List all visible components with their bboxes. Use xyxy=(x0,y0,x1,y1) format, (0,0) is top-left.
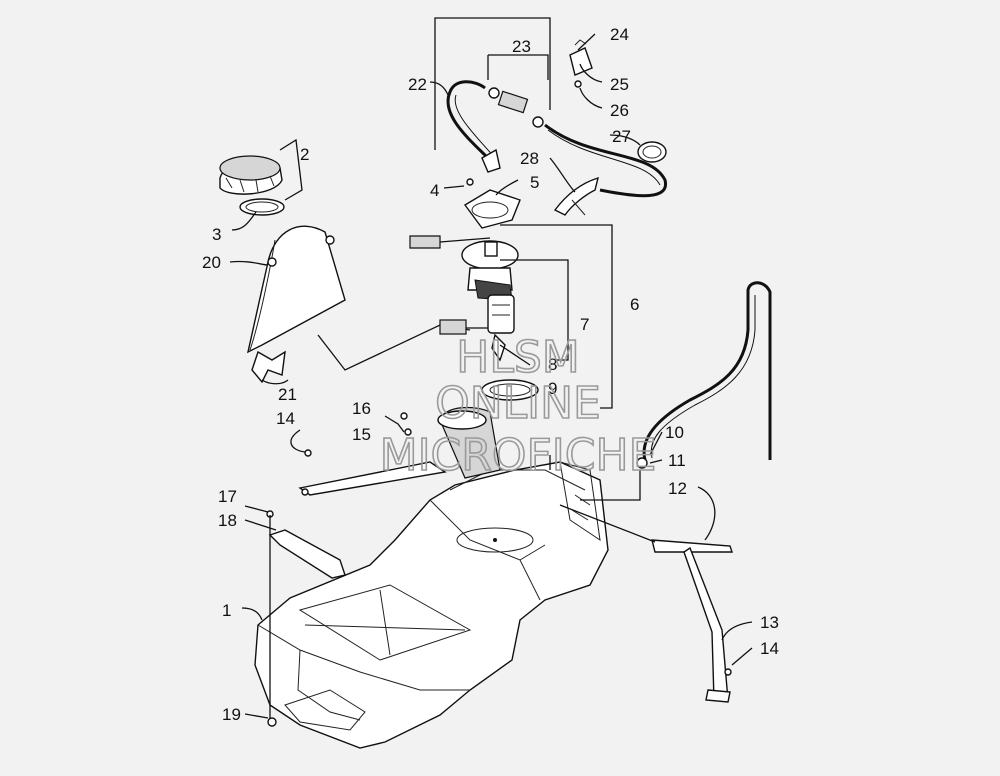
retaining-rings xyxy=(481,344,539,401)
pump-gasket xyxy=(463,178,521,229)
callout-24: 24 xyxy=(610,25,629,44)
callout-26: 26 xyxy=(610,101,629,120)
watermark-line1: HLSM xyxy=(456,332,580,383)
fuel-line xyxy=(446,80,667,198)
callout-19: 19 xyxy=(222,705,241,724)
callout-4: 4 xyxy=(430,181,439,200)
fuel-cap xyxy=(219,155,283,195)
callout-14-bracket: 14 xyxy=(276,409,295,428)
callout-6: 6 xyxy=(630,295,639,314)
bracket-28 xyxy=(553,176,599,216)
fuel-tank xyxy=(254,461,609,749)
filler-neck xyxy=(437,406,501,479)
strap-bracket xyxy=(298,412,447,496)
watermark-line3: MICROFICHE xyxy=(380,430,657,481)
clip-24 xyxy=(569,39,593,88)
callout-14-strap: 14 xyxy=(760,639,779,658)
callout-28: 28 xyxy=(520,149,539,168)
callout-27: 27 xyxy=(612,127,631,146)
callout-9: 9 xyxy=(548,379,557,398)
callout-15: 15 xyxy=(352,425,371,444)
callout-2: 2 xyxy=(300,145,309,164)
callout-1: 1 xyxy=(222,601,231,620)
callout-7: 7 xyxy=(580,315,589,334)
fuel-pump-assembly xyxy=(409,235,519,362)
callout-20: 20 xyxy=(202,253,221,272)
callout-10: 10 xyxy=(665,423,684,442)
callout-21: 21 xyxy=(278,385,297,404)
cap-gasket xyxy=(239,198,285,216)
callout-17: 17 xyxy=(218,487,237,506)
callout-8: 8 xyxy=(548,355,557,374)
hose-clamp-27 xyxy=(637,141,667,163)
watermark-line2: ONLINE xyxy=(435,378,601,429)
callout-numbers: 1 2 3 4 5 6 7 8 9 10 11 12 13 14 14 15 1… xyxy=(202,25,779,724)
callout-25: 25 xyxy=(610,75,629,94)
callout-13: 13 xyxy=(760,613,779,632)
callout-22: 22 xyxy=(408,75,427,94)
callout-3: 3 xyxy=(212,225,221,244)
callout-16: 16 xyxy=(352,399,371,418)
tank-strap xyxy=(651,539,733,703)
leader-lines xyxy=(229,33,753,719)
bracket-18 xyxy=(266,510,346,579)
filler-shroud xyxy=(246,225,346,384)
callout-12: 12 xyxy=(668,479,687,498)
callout-18: 18 xyxy=(218,511,237,530)
vent-hose xyxy=(636,281,772,469)
callout-11: 11 xyxy=(668,451,686,470)
callout-5: 5 xyxy=(530,173,539,192)
watermark: HLSM ONLINE MICROFICHE xyxy=(379,331,657,482)
callout-23: 23 xyxy=(512,37,531,56)
